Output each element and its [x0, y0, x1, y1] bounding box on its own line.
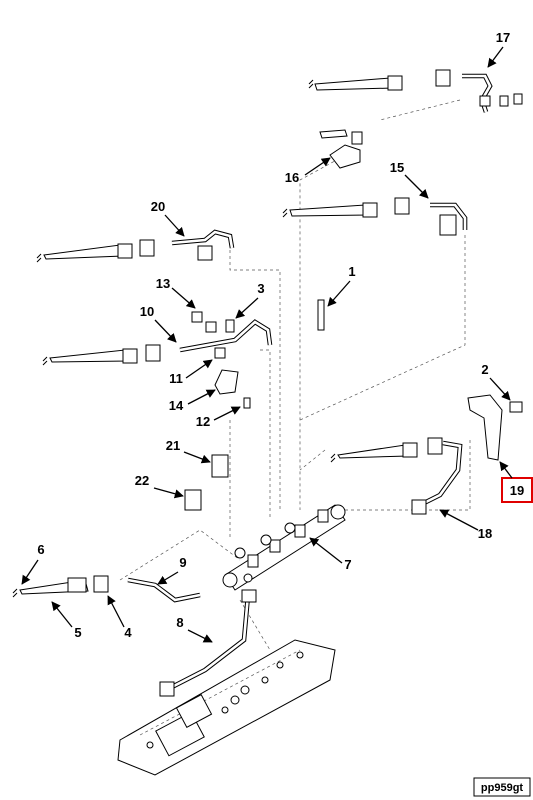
svg-text:3: 3 [257, 281, 264, 296]
figure-id: pp959gt [473, 777, 531, 797]
svg-text:16: 16 [285, 170, 299, 185]
svg-text:1: 1 [348, 264, 355, 279]
base-plate [117, 639, 336, 776]
callout-5: 5 [51, 601, 82, 640]
callout-6: 6 [21, 542, 45, 585]
svg-text:8: 8 [176, 615, 183, 630]
callout-12: 12 [196, 406, 241, 429]
callout-22: 22 [135, 473, 184, 499]
fuel-line-9 [127, 577, 201, 603]
callout-9: 9 [157, 555, 187, 585]
svg-text:9: 9 [179, 555, 186, 570]
injector-10 [42, 344, 161, 366]
sensor-22 [184, 489, 202, 511]
fuel-rail [222, 504, 346, 591]
callout-14: 14 [169, 389, 216, 413]
injector-5 [12, 575, 109, 598]
svg-text:7: 7 [344, 557, 351, 572]
svg-text:4: 4 [124, 625, 132, 640]
bracket-16 [319, 129, 363, 169]
callout-2: 2 [481, 362, 511, 401]
callout-1: 1 [327, 264, 356, 307]
svg-text:pp959gt: pp959gt [481, 782, 524, 794]
injector-upper [282, 197, 410, 218]
svg-text:2: 2 [481, 362, 488, 377]
svg-text:19: 19 [510, 483, 524, 498]
callout-7: 7 [309, 537, 352, 572]
callout-3: 3 [235, 281, 265, 319]
svg-text:12: 12 [196, 414, 210, 429]
callout-19-highlight-box [501, 477, 533, 503]
callout-13: 13 [156, 276, 196, 309]
bolt-2 [509, 401, 523, 413]
clip-11 [214, 347, 226, 359]
bracket-19 [467, 394, 503, 461]
svg-text:14: 14 [169, 398, 184, 413]
assembly-guide-lines [119, 99, 471, 651]
svg-text:21: 21 [166, 438, 180, 453]
callout-17: 17 [487, 30, 510, 68]
svg-text:22: 22 [135, 473, 149, 488]
callout-18: 18 [439, 509, 492, 541]
callout-19: 19 [499, 461, 533, 503]
fuel-line-8 [159, 589, 257, 697]
svg-text:18: 18 [478, 526, 492, 541]
callout-21: 21 [166, 438, 211, 464]
clip-13 [191, 311, 217, 333]
bolt-1 [317, 299, 325, 331]
callout-20: 20 [151, 199, 185, 237]
svg-text:5: 5 [74, 625, 81, 640]
fuel-line-20 [171, 229, 235, 261]
callout-10: 10 [140, 304, 177, 343]
sensor-21 [211, 454, 229, 478]
bolt-12 [243, 397, 251, 409]
svg-text:6: 6 [37, 542, 44, 557]
callout-4: 4 [107, 595, 132, 640]
injector-20 [36, 239, 155, 263]
bracket-14 [214, 369, 239, 395]
callout-16: 16 [285, 157, 331, 185]
fuel-line-17 [462, 73, 523, 113]
fuel-line-18 [411, 440, 463, 515]
svg-text:13: 13 [156, 276, 170, 291]
callout-11: 11 [169, 359, 213, 386]
injector-18 [330, 437, 443, 463]
fuel-line-15 [430, 202, 468, 236]
callout-8: 8 [176, 615, 213, 643]
svg-text:15: 15 [390, 160, 404, 175]
svg-text:17: 17 [496, 30, 510, 45]
callout-15: 15 [390, 160, 429, 199]
bolt-3 [225, 319, 235, 333]
svg-text:10: 10 [140, 304, 154, 319]
injector-top [308, 69, 451, 91]
fuel-line-10 [179, 319, 273, 353]
svg-text:20: 20 [151, 199, 165, 214]
svg-text:11: 11 [169, 371, 183, 386]
